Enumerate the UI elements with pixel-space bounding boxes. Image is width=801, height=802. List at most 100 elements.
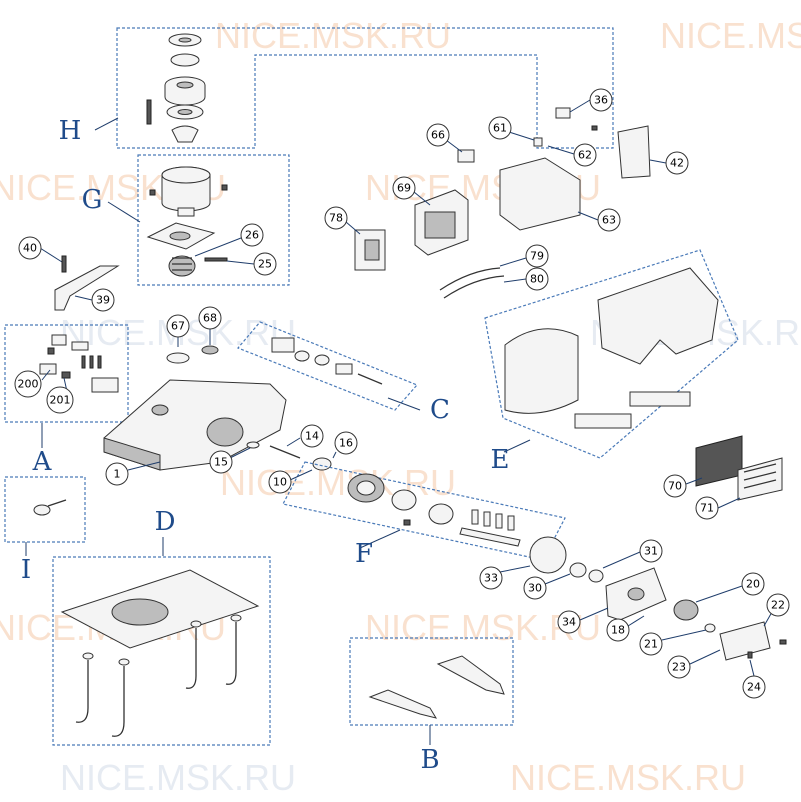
group-i-outline bbox=[4, 476, 86, 543]
callout-16: 16 bbox=[332, 431, 358, 459]
callout-20-text: 20 bbox=[746, 578, 760, 591]
callout-80: 80 bbox=[503, 267, 549, 291]
callout-70-text: 70 bbox=[668, 480, 682, 493]
callout-79: 79 bbox=[499, 244, 549, 268]
callout-201-text: 201 bbox=[50, 394, 71, 407]
group-f-leader bbox=[359, 529, 401, 549]
callout-18-text: 18 bbox=[611, 624, 625, 637]
callout-63: 63 bbox=[577, 208, 621, 232]
group-d-parts bbox=[60, 569, 260, 737]
callout-69-text: 69 bbox=[397, 182, 411, 195]
callout-33-text: 33 bbox=[484, 572, 498, 585]
callout-201: 201 bbox=[46, 377, 74, 414]
callout-31: 31 bbox=[602, 539, 663, 569]
group-a-label: A bbox=[32, 447, 53, 477]
callout-25: 25 bbox=[226, 252, 277, 276]
watermark-bottom-right: NICE.MSK.RU bbox=[510, 757, 746, 798]
group-c-leader bbox=[387, 397, 421, 411]
callout-42: 42 bbox=[649, 151, 689, 175]
group-a-outline bbox=[4, 324, 129, 423]
gearmotor-base bbox=[103, 379, 287, 471]
group-b-parts bbox=[368, 655, 505, 719]
group-g-outline bbox=[137, 154, 290, 286]
callout-66: 66 bbox=[426, 123, 463, 153]
callout-24-text: 24 bbox=[747, 681, 761, 694]
callout-24: 24 bbox=[742, 659, 766, 699]
callout-26: 26 bbox=[194, 223, 264, 257]
group-c-parts bbox=[271, 337, 383, 385]
callout-78-text: 78 bbox=[329, 212, 343, 225]
callout-21: 21 bbox=[639, 629, 707, 656]
watermark-top-right: NICE.MSK.RU bbox=[660, 15, 801, 56]
callout-200-text: 200 bbox=[18, 378, 39, 391]
callout-23-text: 23 bbox=[672, 661, 686, 674]
callout-62: 62 bbox=[547, 143, 597, 167]
callout-15-text: 15 bbox=[214, 456, 228, 469]
callout-25-text: 25 bbox=[258, 258, 272, 271]
group-h-label: H bbox=[59, 116, 82, 146]
callout-66-text: 66 bbox=[431, 129, 445, 142]
group-b-outline bbox=[349, 637, 514, 726]
callout-71: 71 bbox=[695, 496, 741, 520]
callout-22-text: 22 bbox=[771, 599, 785, 612]
callout-33: 33 bbox=[479, 565, 531, 590]
callout-10: 10 bbox=[268, 469, 313, 494]
watermark-top: NICE.MSK.RU bbox=[215, 15, 451, 56]
group-g-leader bbox=[107, 201, 141, 223]
callout-39-part: 39 bbox=[54, 255, 120, 312]
callout-39-text: 39 bbox=[96, 294, 110, 307]
callout-80-text: 80 bbox=[530, 273, 544, 286]
callout-15: 15 bbox=[209, 447, 251, 474]
callout-22: 22 bbox=[763, 593, 790, 627]
callout-67-text: 67 bbox=[171, 320, 185, 333]
group-h-outline bbox=[116, 27, 614, 149]
side-parts bbox=[695, 435, 783, 501]
callout-69: 69 bbox=[392, 176, 431, 206]
callout-78: 78 bbox=[324, 206, 361, 235]
callout-71-text: 71 bbox=[700, 502, 714, 515]
callout-61: 61 bbox=[488, 116, 535, 141]
callout-40-text: 40 bbox=[23, 242, 37, 255]
callout-34: 34 bbox=[557, 607, 609, 634]
lower-right-parts bbox=[529, 536, 787, 661]
callout-23: 23 bbox=[667, 649, 721, 679]
callout-68-text: 68 bbox=[203, 312, 217, 325]
callout-14: 14 bbox=[286, 424, 324, 448]
callout-40: 40 bbox=[18, 236, 63, 263]
group-a-parts bbox=[39, 334, 119, 393]
callout-14-text: 14 bbox=[305, 430, 319, 443]
callout-30: 30 bbox=[523, 573, 571, 600]
callout-1: 1 bbox=[105, 461, 161, 486]
control-parts bbox=[354, 125, 651, 299]
watermark-bottom-left: NICE.MSK.RU bbox=[60, 757, 296, 798]
callout-30-text: 30 bbox=[528, 582, 542, 595]
group-g-parts bbox=[146, 166, 228, 277]
group-f-label: F bbox=[355, 539, 373, 569]
group-g-label: G bbox=[82, 185, 103, 215]
callout-79-text: 79 bbox=[530, 250, 544, 263]
callout-34-text: 34 bbox=[562, 616, 576, 629]
watermark-center: NICE.MSK.RU bbox=[220, 462, 456, 503]
group-f-parts bbox=[347, 473, 521, 547]
callout-63-text: 63 bbox=[602, 214, 616, 227]
callout-31-text: 31 bbox=[644, 545, 658, 558]
callout-61-text: 61 bbox=[493, 122, 507, 135]
group-c-label: C bbox=[430, 395, 450, 425]
base-extras bbox=[166, 345, 332, 471]
group-e-parts bbox=[504, 267, 719, 429]
callout-62-text: 62 bbox=[578, 149, 592, 162]
callout-16-text: 16 bbox=[339, 437, 353, 450]
callout-18: 18 bbox=[606, 615, 645, 642]
group-e-outline bbox=[484, 249, 739, 459]
group-d-outline bbox=[52, 556, 271, 746]
callout-10-text: 10 bbox=[273, 476, 287, 489]
callout-21-text: 21 bbox=[644, 638, 658, 651]
group-b-label: B bbox=[420, 745, 439, 775]
group-h-leader bbox=[94, 117, 119, 131]
callout-36-text: 36 bbox=[594, 94, 608, 107]
group-e-leader bbox=[503, 439, 531, 453]
group-i-label: I bbox=[21, 555, 31, 585]
group-f-outline bbox=[282, 461, 566, 561]
callout-70: 70 bbox=[663, 474, 703, 498]
